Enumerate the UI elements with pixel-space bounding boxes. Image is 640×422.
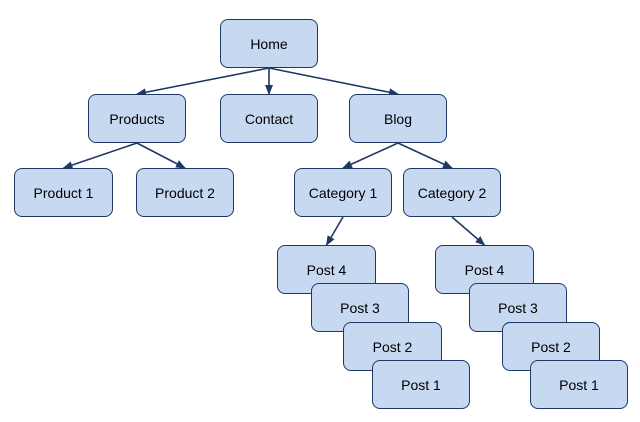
edge-products-to-product1 xyxy=(62,142,138,169)
node-product-2[interactable]: Product 2 xyxy=(136,168,234,217)
node-category-1-post-1[interactable]: Post 1 xyxy=(372,360,470,409)
edge-products-to-product2 xyxy=(136,142,186,169)
node-category-2-post-1[interactable]: Post 1 xyxy=(530,360,628,409)
edge-category1-to-c1post4 xyxy=(325,216,344,246)
node-category-1[interactable]: Category 1 xyxy=(294,168,392,217)
edge-home-to-blog xyxy=(268,67,399,97)
edge-home-to-products xyxy=(136,67,270,97)
node-category-2[interactable]: Category 2 xyxy=(403,168,501,217)
node-contact[interactable]: Contact xyxy=(220,94,318,143)
edge-category2-to-c2post4 xyxy=(451,216,486,246)
node-blog[interactable]: Blog xyxy=(349,94,447,143)
node-product-1[interactable]: Product 1 xyxy=(14,168,113,217)
edge-blog-to-category1 xyxy=(342,142,399,169)
node-products[interactable]: Products xyxy=(88,94,186,143)
edge-blog-to-category2 xyxy=(397,142,453,169)
node-home[interactable]: Home xyxy=(220,19,318,68)
